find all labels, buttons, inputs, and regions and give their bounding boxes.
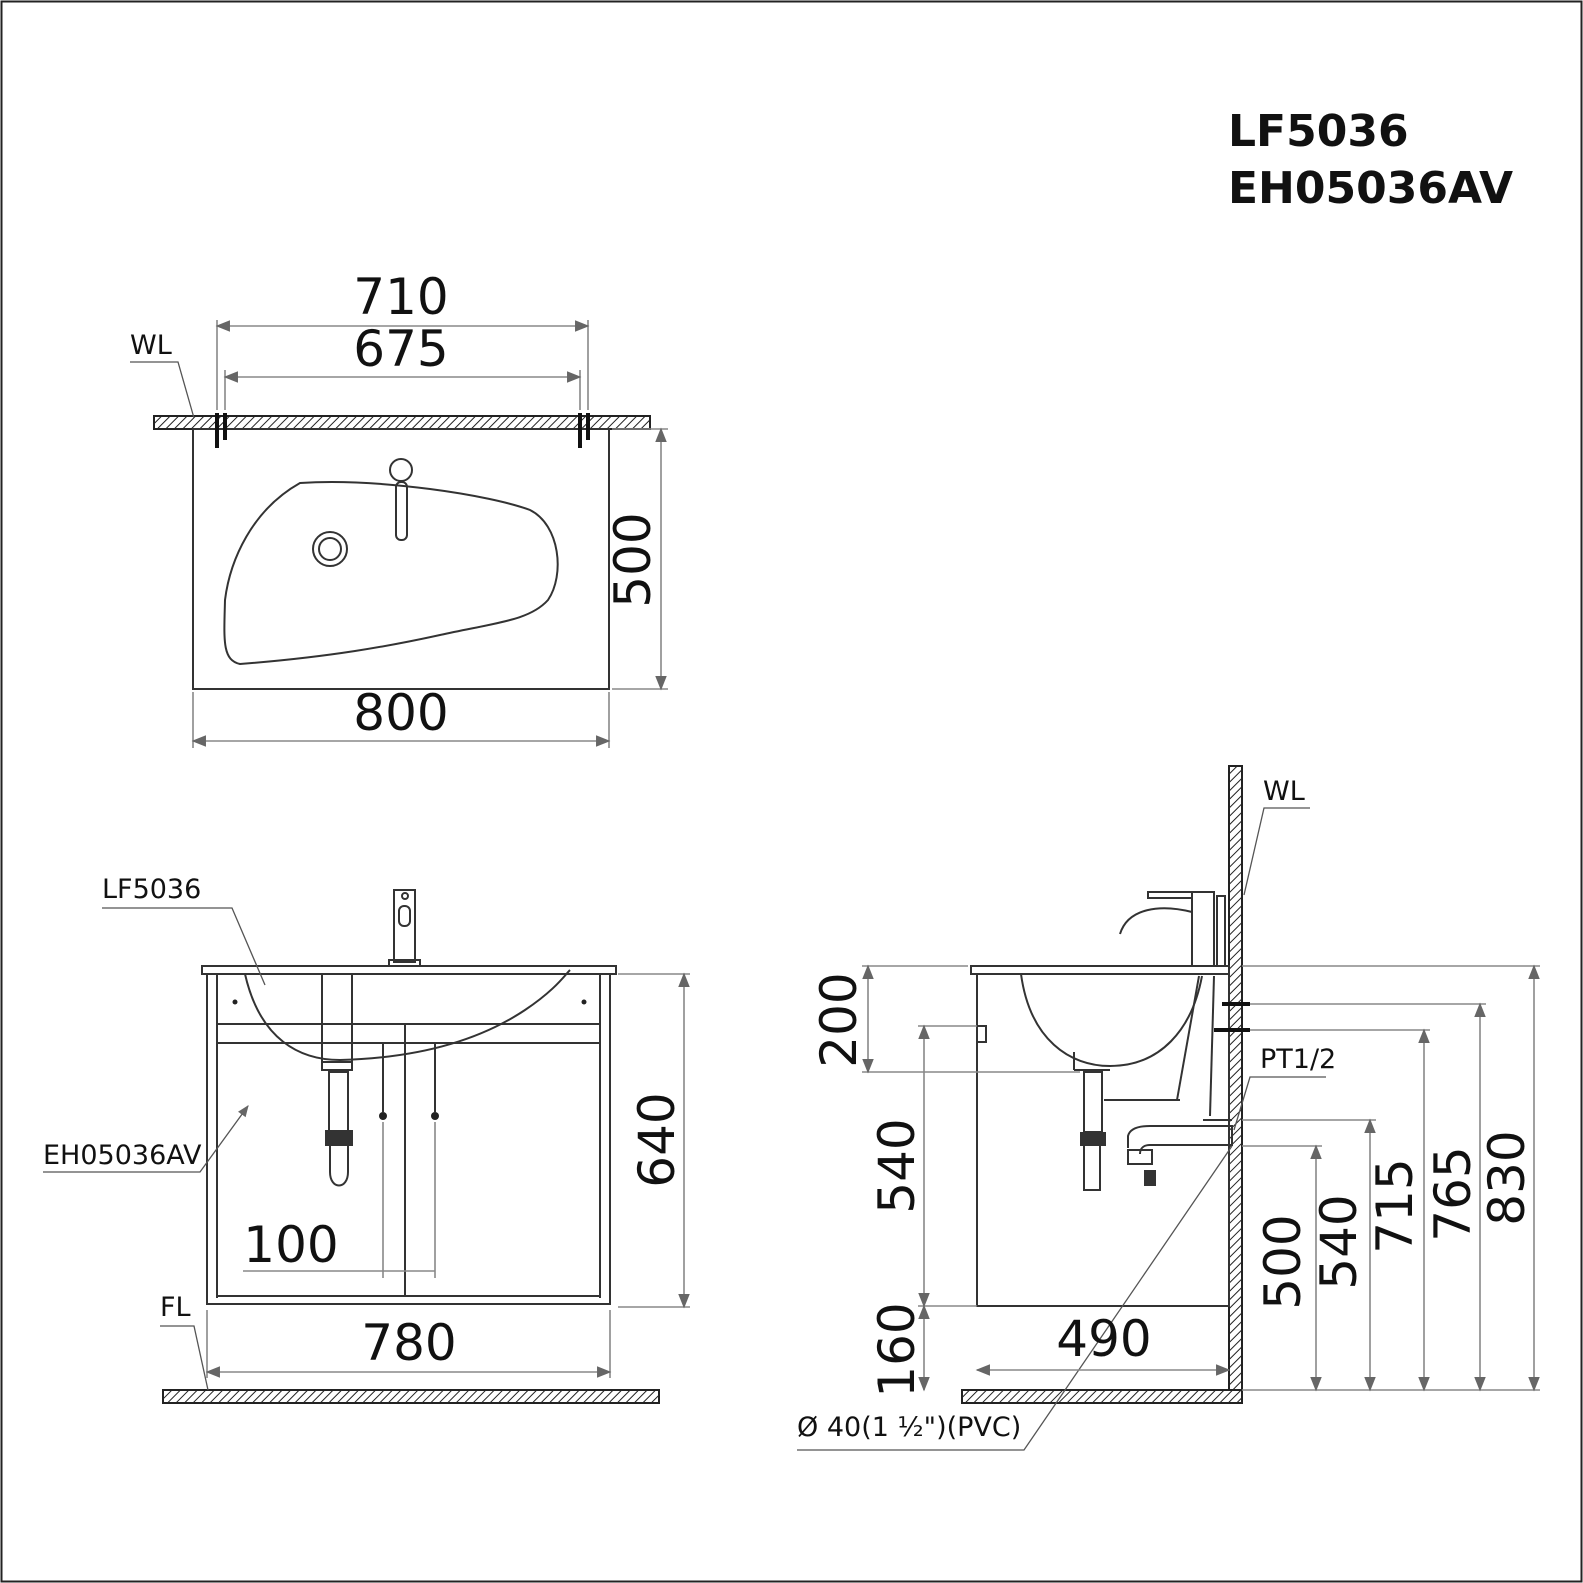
dim-715: 715 [1366, 1158, 1424, 1253]
dim-500-side: 500 [1254, 1214, 1312, 1309]
title-model-cabinet: EH05036AV [1228, 163, 1513, 214]
dim-160: 160 [868, 1302, 926, 1397]
side-faucet-body [1191, 891, 1215, 967]
top-drain-inner [318, 537, 342, 561]
top-wl-label: WL [130, 330, 172, 361]
front-drain-pipe [328, 1071, 349, 1133]
dim-830: 830 [1478, 1130, 1536, 1225]
front-basin-callout: LF5036 [102, 874, 201, 905]
front-faucet-body [393, 889, 416, 963]
side-view: WL PT1/2 Ø 40(1 ½")(PVC) 200 540 160 490… [797, 765, 1540, 1451]
front-fl-label: FL [160, 1292, 191, 1323]
side-wl-label: WL [1263, 776, 1305, 807]
dim-640: 640 [628, 1092, 686, 1187]
side-floor [961, 1389, 1243, 1404]
dim-540-side: 540 [1310, 1194, 1368, 1289]
dim-710: 710 [353, 268, 448, 326]
top-wall [153, 415, 651, 430]
dim-800: 800 [353, 684, 448, 742]
top-faucet-spout [395, 481, 408, 541]
front-view: LF5036 EH05036AV FL 640 100 780 [43, 874, 690, 1404]
side-counter-top [970, 965, 1230, 975]
top-drain-outer [312, 531, 348, 567]
side-pt-label: PT1/2 [1260, 1044, 1336, 1075]
front-cabinet-callout: EH05036AV [43, 1140, 202, 1171]
dim-780: 780 [361, 1314, 456, 1372]
side-cabinet-outline [976, 973, 1230, 1307]
dim-100: 100 [243, 1216, 338, 1274]
side-wall [1228, 765, 1243, 1404]
side-basin-bowl [1020, 973, 1203, 1068]
dim-490: 490 [1056, 1310, 1151, 1368]
dim-540-left: 540 [868, 1118, 926, 1213]
side-drain-callout: Ø 40(1 ½")(PVC) [797, 1412, 1021, 1443]
top-wl-leader [130, 361, 195, 419]
front-counter-top [201, 965, 617, 975]
front-floor [162, 1389, 660, 1404]
top-bolts [215, 413, 590, 448]
dim-500-top: 500 [604, 512, 662, 607]
dim-675: 675 [353, 320, 448, 378]
top-counter-outline [192, 428, 610, 690]
top-basin-outline [223, 481, 559, 666]
front-basin-bowl [244, 969, 571, 1062]
front-cabinet-outline [206, 973, 611, 1305]
title-model-basin: LF5036 [1228, 106, 1409, 157]
dim-765: 765 [1424, 1146, 1482, 1241]
top-view: WL 710 675 500 800 [130, 268, 668, 748]
top-faucet-head [389, 458, 413, 482]
dim-200: 200 [810, 972, 868, 1067]
